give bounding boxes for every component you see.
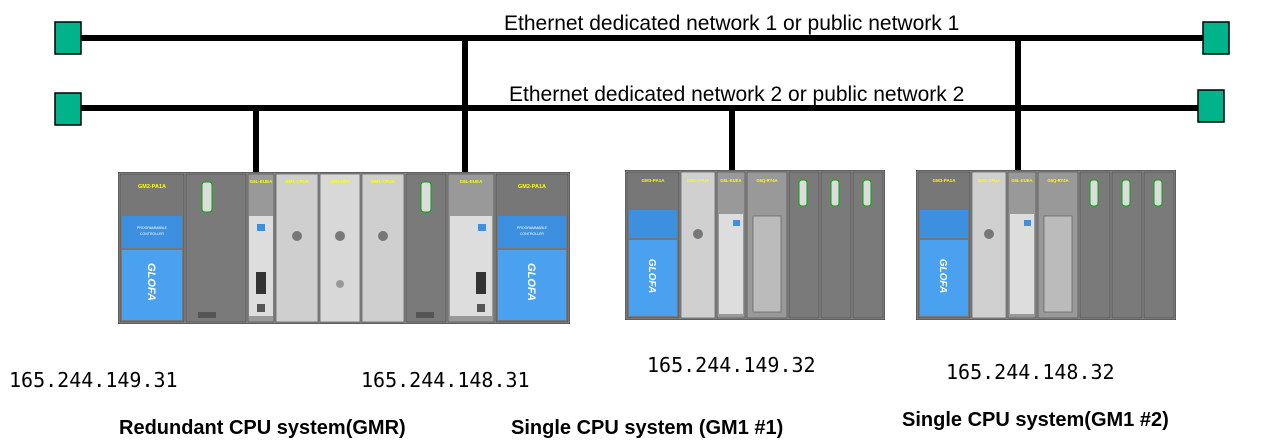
svg-text:PROGRAMMABLE: PROGRAMMABLE — [517, 226, 548, 230]
svg-text:G6Q-RY4A: G6Q-RY4A — [1047, 178, 1068, 183]
ip-gm1b: 165.244.148.32 — [946, 360, 1115, 384]
svg-text:GM2-PA1A: GM2-PA1A — [138, 184, 166, 190]
network-1-terminator-right — [1202, 21, 1230, 55]
svg-text:G6Q-RY4A: G6Q-RY4A — [756, 178, 777, 183]
svg-text:GLOFA: GLOFA — [525, 263, 537, 301]
svg-text:GM1-CPUA: GM1-CPUA — [371, 179, 396, 184]
svg-text:GLOFA: GLOFA — [646, 259, 657, 293]
svg-text:GM3-PA1A: GM3-PA1A — [642, 178, 666, 183]
svg-text:CONTROLLER: CONTROLLER — [520, 232, 544, 236]
svg-text:G6L-EUEA: G6L-EUEA — [720, 178, 741, 183]
svg-text:GLOFA: GLOFA — [937, 259, 948, 293]
gmr-enet-module-1: G6L-EUEA — [247, 173, 275, 323]
svg-text:PROGRAMMABLE: PROGRAMMABLE — [137, 226, 168, 230]
gm1a-rack: GM3-PA1A GLOFA GM1-CPUA G6L-EUEA G6Q-RY4… — [625, 170, 885, 320]
svg-text:GM2-PA1A: GM2-PA1A — [518, 184, 546, 190]
system-label-gm1a: Single CPU system (GM1 #1) — [511, 417, 784, 439]
network-1-terminator-left — [54, 21, 82, 55]
gmr-power-module-right: GM2-PA1A PROGRAMMABLE CONTROLLER GLOFA — [495, 173, 569, 323]
network-2-terminator-right — [1197, 89, 1225, 123]
svg-text:GM1-DPA: GM1-DPA — [330, 179, 351, 184]
svg-text:GM1-CPUA: GM1-CPUA — [285, 179, 310, 184]
svg-text:G6L-EUEA: G6L-EUEA — [1011, 178, 1032, 183]
gmr-power-module-left: GM2-PA1A PROGRAMMABLE CONTROLLER GLOFA — [119, 173, 185, 323]
svg-text:CONTROLLER: CONTROLLER — [140, 232, 164, 236]
svg-text:G6L-EUEA: G6L-EUEA — [460, 179, 484, 184]
network-2-terminator-left — [54, 92, 82, 126]
svg-text:G6L-EUEA: G6L-EUEA — [250, 179, 274, 184]
gmr-enet-module-2: G6L-EUEA — [447, 173, 495, 323]
svg-text:GM1-CPUA: GM1-CPUA — [687, 178, 709, 183]
network-1-label: Ethernet dedicated network 1 or public n… — [500, 13, 964, 34]
ip-gm1a: 165.244.149.32 — [647, 353, 816, 377]
svg-text:GM1-CPUA: GM1-CPUA — [978, 178, 1000, 183]
gm1b-rack: GM3-PA1A GLOFA GM1-CPUA G6L-EUEA G6Q-RY4… — [916, 170, 1176, 320]
system-label-gm1b: Single CPU system(GM1 #2) — [902, 409, 1169, 431]
network-2-label: Ethernet dedicated network 2 or public n… — [509, 83, 965, 106]
gmr-rack: GM2-PA1A PROGRAMMABLE CONTROLLER GLOFA G… — [118, 172, 570, 324]
ip-gmr-net1: 165.244.149.31 — [9, 368, 178, 392]
ip-gmr-net2: 165.244.148.31 — [361, 368, 530, 392]
system-label-gmr: Redundant CPU system(GMR) — [119, 417, 406, 439]
svg-text:GLOFA: GLOFA — [145, 263, 157, 301]
svg-text:GM3-PA1A: GM3-PA1A — [933, 178, 957, 183]
